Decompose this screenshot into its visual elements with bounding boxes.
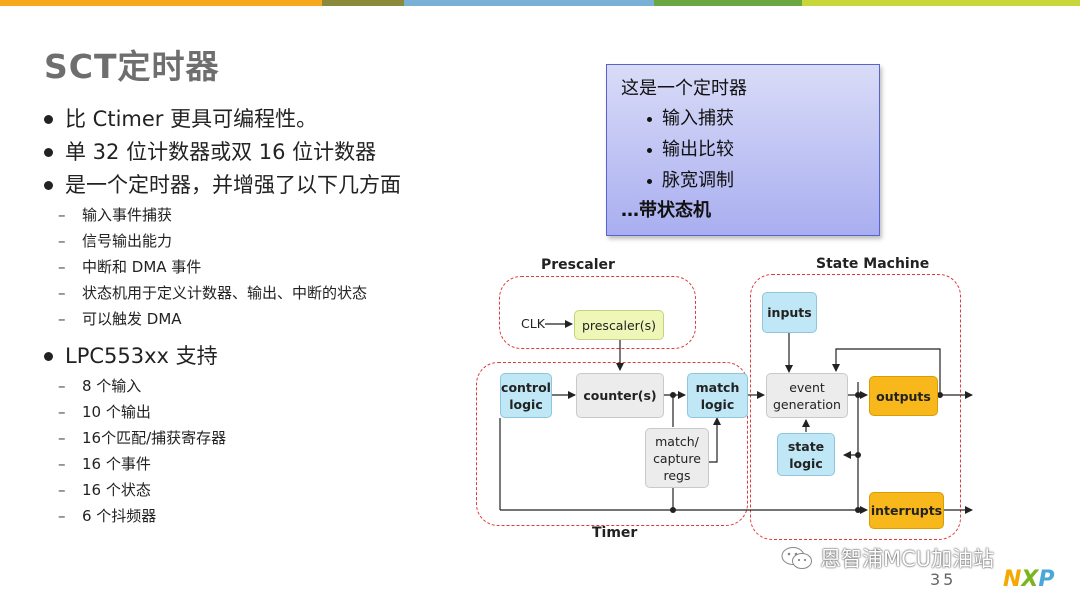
bullet-text: LPC553xx 支持 [65, 344, 218, 368]
sub-bullet-item: –中断和 DMA 事件 [44, 254, 474, 280]
sub-bullet-item: –信号输出能力 [44, 228, 474, 254]
sub-bullet-item: –16 个状态 [44, 477, 474, 503]
state-logic-block: state logic [777, 433, 835, 476]
sub-bullet-text: 6 个抖频器 [82, 507, 157, 525]
clk-label: CLK [521, 316, 545, 331]
bullet-list: 比 Ctimer 更具可编程性。 单 32 位计数器或双 16 位计数器 是一个… [44, 103, 474, 529]
inputs-block: inputs [762, 292, 817, 333]
state-machine-region [750, 274, 961, 540]
event-generation-block: event generation [766, 373, 848, 418]
sub-bullet-item: –8 个输入 [44, 373, 474, 399]
match-capture-regs-block: match/ capture regs [645, 428, 709, 488]
sub-bullet-text: 16 个状态 [82, 481, 151, 499]
sub-bullet-item: –16个匹配/捕获寄存器 [44, 425, 474, 451]
sub-bullet-text: 16 个事件 [82, 455, 151, 473]
sub-bullet-item: –6 个抖频器 [44, 503, 474, 529]
color-bar-segment [802, 0, 1080, 6]
callout-item-text: 输入捕获 [662, 108, 734, 129]
slide-title: SCT定时器 [44, 47, 220, 86]
bullet-dot [44, 352, 53, 361]
wechat-icon [781, 547, 812, 569]
prescaler-label: Prescaler [541, 257, 615, 273]
sub-bullet-text: 信号输出能力 [82, 232, 173, 250]
sub-bullet-text: 状态机用于定义计数器、输出、中断的状态 [82, 284, 368, 302]
callout-item: 输出比较 [621, 134, 865, 165]
sub-bullet-item: –状态机用于定义计数器、输出、中断的状态 [44, 280, 474, 306]
bullet-item: 单 32 位计数器或双 16 位计数器 [44, 136, 474, 169]
sub-bullet-item: –10 个输出 [44, 399, 474, 425]
match-logic-block: match logic [687, 373, 748, 418]
callout-item-text: 输出比较 [662, 139, 734, 160]
callout-footer: …带状态机 [621, 200, 711, 221]
prescaler-block: prescaler(s) [574, 310, 664, 340]
callout-item: 脉宽调制 [621, 165, 865, 196]
sub-bullet-item: –输入事件捕获 [44, 202, 474, 228]
bullet-item: LPC553xx 支持 [44, 340, 474, 373]
top-color-bar [0, 0, 1080, 6]
bullet-item: 是一个定时器，并增强了以下几方面 [44, 169, 474, 202]
callout-item: 输入捕获 [621, 103, 865, 134]
sub-bullet-text: 16个匹配/捕获寄存器 [82, 429, 227, 447]
counter-block: counter(s) [576, 373, 664, 418]
color-bar-segment [322, 0, 404, 6]
bullet-dot [44, 115, 53, 124]
bullet-dot [44, 148, 53, 157]
callout-heading: 这是一个定时器 [621, 78, 747, 99]
outputs-block: outputs [869, 376, 938, 416]
sub-bullet-text: 可以触发 DMA [82, 310, 182, 328]
nxp-logo: NXP [1003, 567, 1055, 592]
bullet-text: 单 32 位计数器或双 16 位计数器 [65, 140, 377, 164]
sub-bullet-text: 10 个输出 [82, 403, 151, 421]
timer-region [476, 362, 748, 526]
callout-item-text: 脉宽调制 [662, 170, 734, 191]
sub-bullet-text: 8 个输入 [82, 377, 142, 395]
watermark: 恩智浦MCU加油站 [780, 543, 994, 573]
state-machine-label: State Machine [816, 256, 930, 272]
interrupts-block: interrupts [869, 492, 944, 529]
sub-bullet-text: 输入事件捕获 [82, 206, 173, 224]
bullet-dot [44, 181, 53, 190]
callout-box: 这是一个定时器 输入捕获 输出比较 脉宽调制 …带状态机 [606, 64, 880, 236]
bullet-text: 是一个定时器，并增强了以下几方面 [65, 173, 401, 197]
color-bar-segment [404, 0, 654, 6]
page-number: 35 [930, 570, 957, 589]
color-bar-segment [654, 0, 802, 6]
watermark-text: 恩智浦MCU加油站 [820, 547, 995, 571]
sub-bullet-item: –16 个事件 [44, 451, 474, 477]
timer-label: Timer [592, 525, 638, 541]
prescaler-region [499, 276, 696, 349]
color-bar-segment [0, 0, 322, 6]
sub-bullet-text: 中断和 DMA 事件 [82, 258, 202, 276]
control-logic-block: control logic [500, 373, 552, 418]
bullet-item: 比 Ctimer 更具可编程性。 [44, 103, 474, 136]
sub-bullet-item: –可以触发 DMA [44, 306, 474, 332]
bullet-text: 比 Ctimer 更具可编程性。 [65, 107, 318, 131]
